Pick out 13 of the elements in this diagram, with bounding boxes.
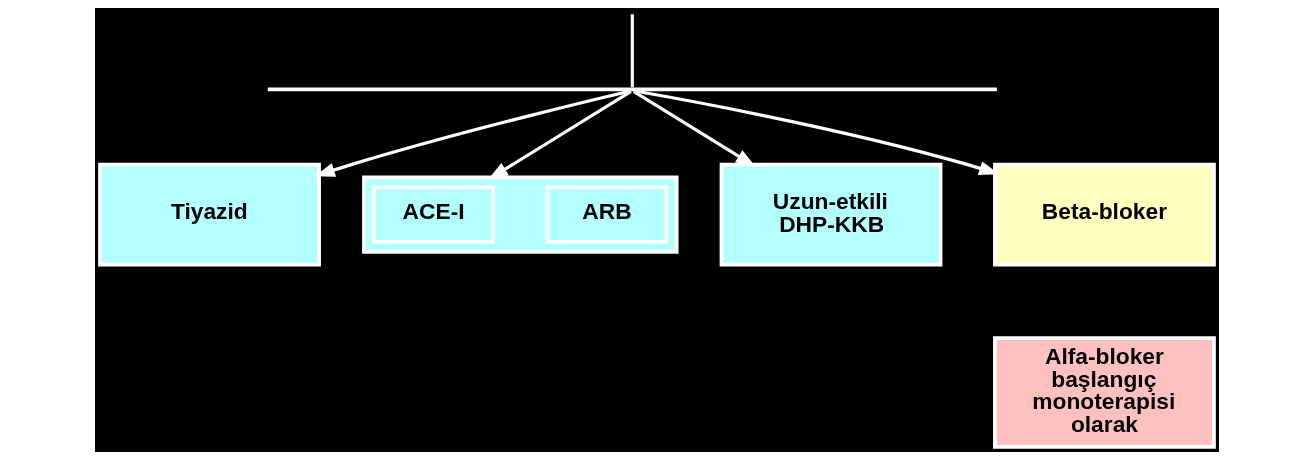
node-box: ACE-I (372, 185, 495, 244)
arrow (487, 90, 632, 180)
arrow (314, 89, 630, 177)
arrow (632, 90, 756, 167)
node-box: ARB (545, 185, 669, 244)
connector (630, 14, 634, 88)
node-box: Alfa-bloker başlangıç monoterapisi olarak (993, 336, 1216, 449)
arrow (636, 89, 1000, 176)
cluster (362, 175, 679, 254)
node-box: Tiyazid (98, 162, 321, 267)
node-bar (267, 87, 997, 92)
node-box: Beta-bloker (993, 162, 1216, 267)
node-box: Uzun-etkili DHP-KKB (719, 162, 943, 267)
